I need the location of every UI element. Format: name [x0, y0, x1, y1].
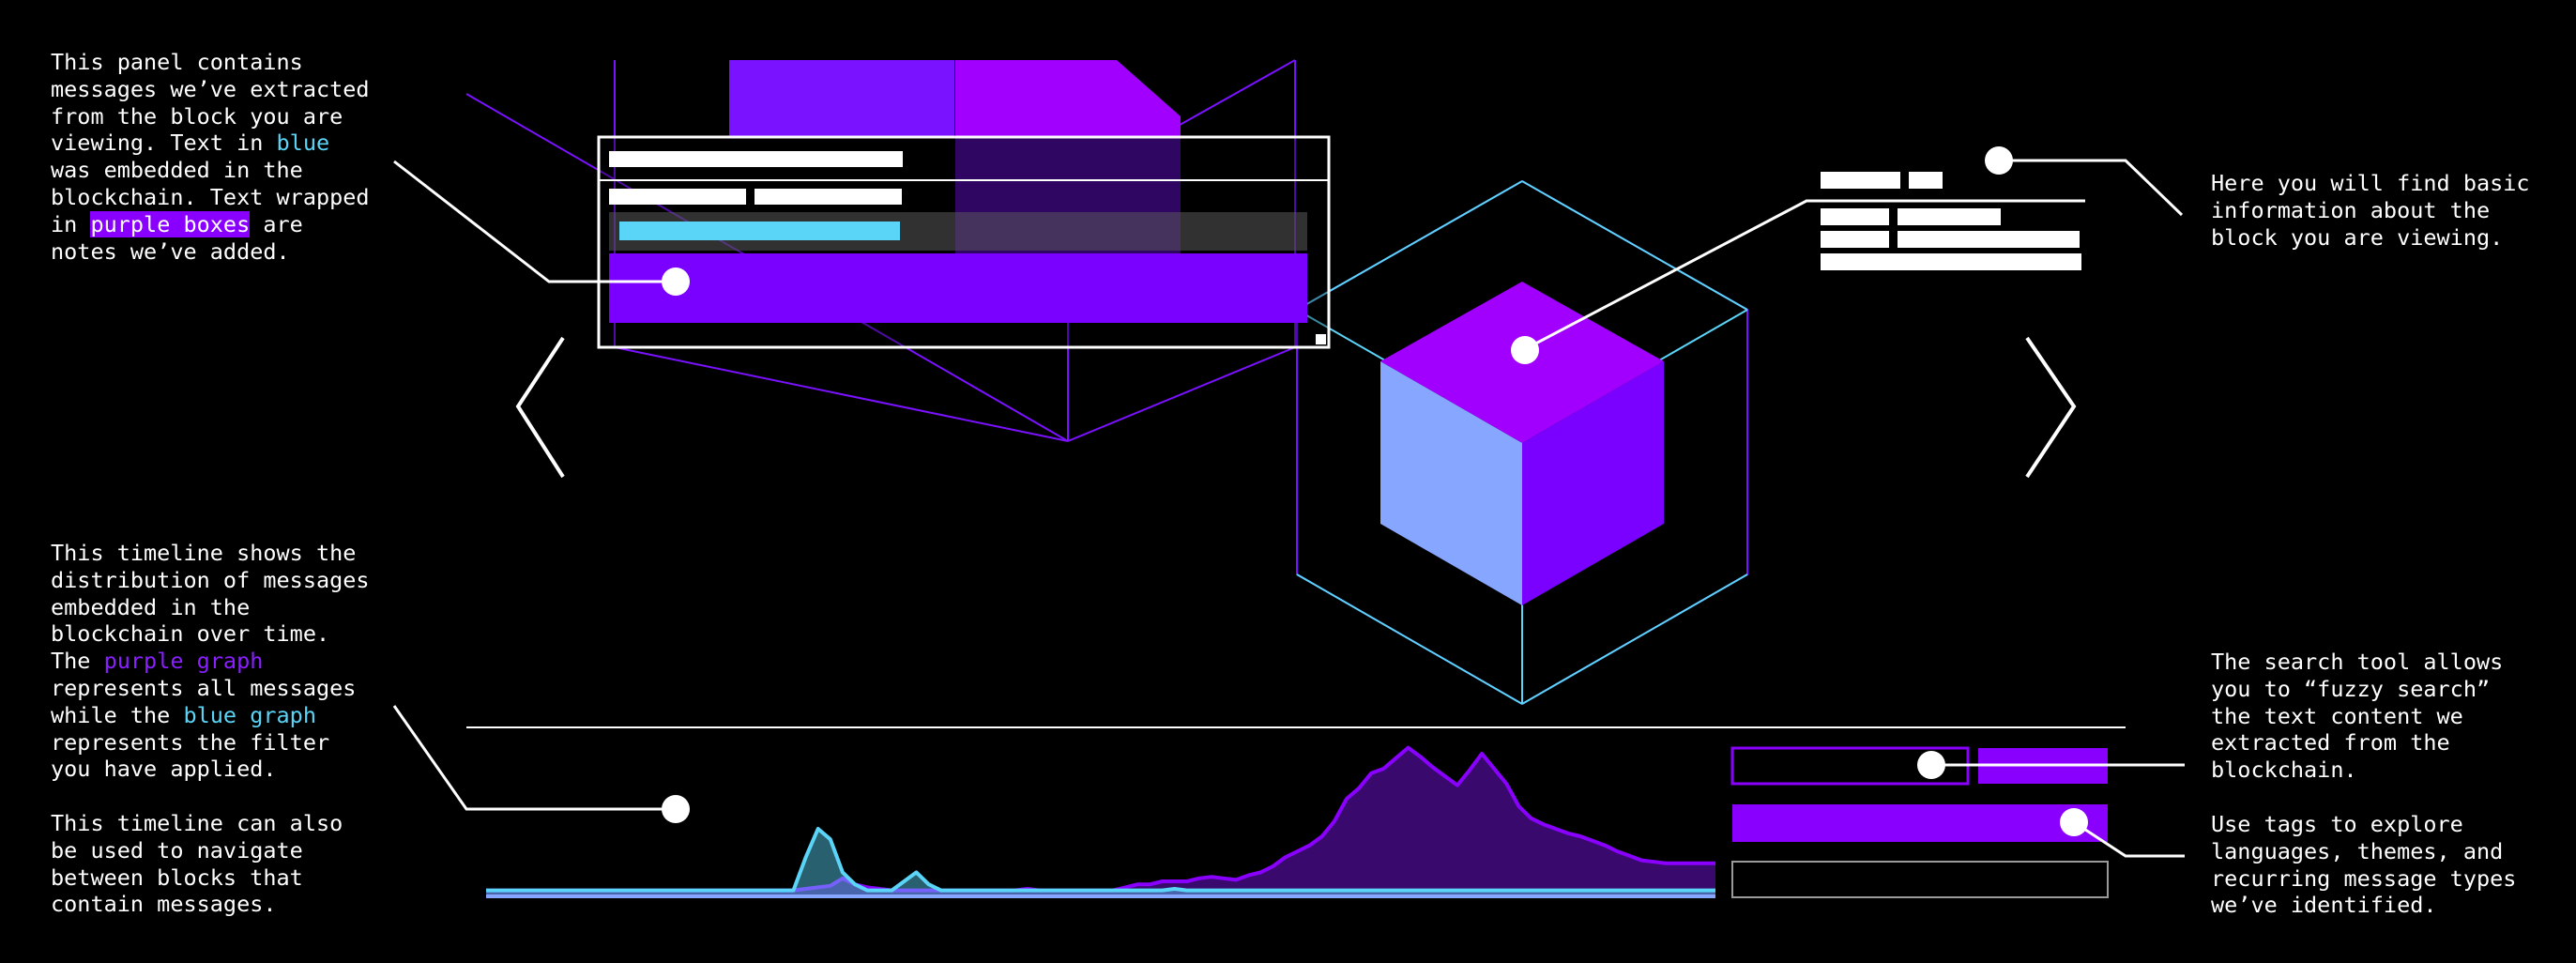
annotation-line: Here you will find basic [2211, 170, 2530, 196]
purple-box-keyword: purple boxes [90, 210, 251, 237]
chevron-left-icon[interactable] [515, 336, 565, 479]
annotation-line: the text content we [2211, 702, 2463, 729]
annotation-line: you to “fuzzy search” [2211, 675, 2491, 702]
annotation-line: information about the [2211, 196, 2491, 223]
blue-keyword: blue [276, 130, 330, 157]
annotation-line: messages we’ve extracted [51, 75, 370, 102]
panel-note-box[interactable] [609, 253, 1307, 323]
purple-keyword: purple graph [103, 648, 264, 675]
message-panel[interactable] [597, 135, 1331, 349]
annotation-line: The search tool allows [2211, 649, 2504, 675]
blue-keyword: blue graph [183, 701, 316, 728]
annotation-text: viewing. Text in [51, 130, 277, 157]
annotation-line: in purple boxes are [51, 210, 370, 238]
annotation-block-info: Here you will find basic information abo… [2211, 170, 2530, 251]
annotation-line: recurring message types [2211, 864, 2517, 892]
annotation-spacer [51, 783, 370, 810]
cube-icon[interactable] [1380, 282, 1664, 605]
annotation-line: The purple graph [51, 648, 370, 675]
panel-title-bar [609, 151, 903, 167]
annotation-line: represents all messages [51, 674, 357, 701]
annotation-line: This timeline can also [51, 809, 343, 836]
annotation-line: blockchain. Text wrapped [51, 183, 370, 210]
tags-list[interactable] [1731, 861, 2109, 898]
panel-meta-1 [609, 189, 746, 205]
annotation-line: you have applied. [51, 756, 277, 783]
panel-embedded-text [619, 222, 900, 240]
block-info[interactable] [1821, 172, 2081, 270]
annotation-line: This timeline shows the [51, 540, 357, 566]
panel-meta-2 [755, 189, 902, 205]
annotation-line: embedded in the [51, 593, 251, 620]
annotation-line: Use tags to explore [2211, 811, 2463, 837]
annotation-line: blockchain. [2211, 757, 2357, 784]
annotation-line: was embedded in the [51, 157, 303, 184]
annotation-text: in [51, 210, 91, 237]
chevron-right-icon[interactable] [2025, 336, 2077, 479]
annotation-line: languages, themes, and [2211, 837, 2504, 864]
timeline[interactable] [466, 726, 2126, 898]
annotation-line: distribution of messages [51, 566, 370, 593]
annotation-line: between blocks that [51, 864, 303, 891]
annotation-line: while the blue graph [51, 702, 370, 729]
annotation-line: be used to navigate [51, 836, 303, 864]
timeline-area-all_messages [486, 747, 1715, 896]
annotation-line: we’ve identified. [2211, 892, 2437, 919]
annotation-line: contain messages. [51, 891, 277, 918]
annotation-line: represents the filter [51, 728, 330, 756]
annotation-text: while the [51, 701, 184, 728]
annotation-line: blockchain over time. [51, 620, 330, 648]
annotation-text: The [51, 648, 104, 675]
annotation-tags: Use tags to explore languages, themes, a… [2211, 811, 2516, 919]
timeline-line-filter[interactable] [486, 827, 1715, 893]
annotation-line: from the block you are [51, 102, 343, 130]
annotation-panel: This panel contains messages we’ve extra… [51, 49, 370, 265]
annotation-search: The search tool allows you to “fuzzy sea… [2211, 649, 2503, 784]
annotation-line: block you are viewing. [2211, 223, 2504, 251]
annotation-line: viewing. Text in blue [51, 130, 370, 157]
callout-leaders [392, 159, 2185, 858]
annotation-text: are [250, 210, 303, 237]
callout-dots [662, 146, 2088, 836]
annotation-line: This panel contains [51, 49, 303, 75]
panel-resize-handle[interactable] [1316, 334, 1326, 344]
annotation-line: notes we’ve added. [51, 237, 290, 265]
tags-dropdown[interactable] [1732, 804, 2108, 842]
annotation-line: extracted from the [2211, 729, 2450, 757]
annotation-timeline: This timeline shows the distribution of … [51, 540, 370, 918]
